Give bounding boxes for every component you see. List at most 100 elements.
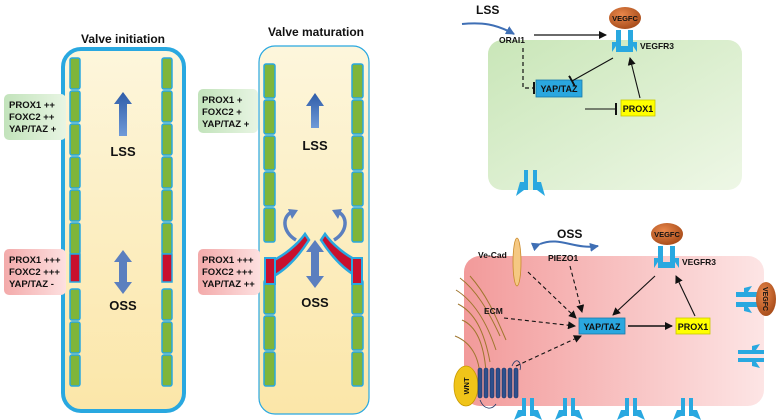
endothelial-cell xyxy=(161,222,173,255)
ecm-to-yaptaz xyxy=(503,317,576,330)
marker-prox1: PROX1 + xyxy=(202,95,243,106)
vegfc-ligand-side xyxy=(756,282,776,316)
initiation-valve-cell-left xyxy=(69,253,81,283)
endothelial-cell xyxy=(351,99,364,135)
side-vegfr3-receptor xyxy=(736,286,758,313)
frizzled-loop xyxy=(479,360,521,409)
endothelial-cell xyxy=(351,135,364,171)
initiation-marker-box-lss: PROX1 ++ FOXC2 ++ YAP/TAZ + xyxy=(4,94,66,140)
vegfc-ligand xyxy=(651,223,683,245)
oss-flow-arrow xyxy=(530,240,599,252)
vegfr3-receptor xyxy=(612,30,637,52)
initiation-lss-arrow xyxy=(114,92,132,136)
wnt-to-yaptaz xyxy=(515,335,582,367)
endothelial-cell xyxy=(263,315,276,351)
endothelial-cell xyxy=(69,321,81,354)
vegfr3-inhibits-yaptaz xyxy=(568,57,614,87)
initiation-endothelial-cells-left xyxy=(69,57,81,387)
vecad-label: Ve-Cad xyxy=(478,250,507,260)
orai1-label: ORAI1 xyxy=(499,35,525,45)
membrane-receptor xyxy=(673,398,701,420)
oss-cell-oss-label: OSS xyxy=(557,227,582,241)
prox1-label: PROX1 xyxy=(678,322,709,332)
endothelial-cell xyxy=(161,123,173,156)
maturation-valve-base-right xyxy=(351,257,363,285)
maturation-valve-leaflet-left xyxy=(268,231,311,278)
endothelial-cell xyxy=(161,57,173,90)
endothelial-cell xyxy=(263,135,276,171)
vortex-arrowhead-left xyxy=(288,209,298,219)
maturation-oss-arrow xyxy=(306,240,324,288)
piezo1-label: PIEZO1 xyxy=(548,253,579,263)
endothelial-cell xyxy=(263,171,276,207)
membrane-receptor xyxy=(514,398,542,420)
endothelial-cell xyxy=(351,171,364,207)
lss-cell-bottom-receptor xyxy=(516,170,545,196)
prox1-box xyxy=(620,99,656,117)
endothelial-cell xyxy=(161,189,173,222)
vegfr3-label: VEGFR3 xyxy=(682,257,716,267)
panel-valve-maturation: Valve maturation LSS OSS xyxy=(258,25,370,415)
piezo1-to-yaptaz xyxy=(569,265,585,313)
marker-yaptaz: YAP/TAZ - xyxy=(9,279,54,290)
yaptaz-label: YAP/TAZ xyxy=(583,322,621,332)
endothelial-cell xyxy=(69,354,81,387)
initiation-oss-label: OSS xyxy=(109,298,137,313)
maturation-title: Valve maturation xyxy=(268,25,364,39)
endothelial-cell xyxy=(161,156,173,189)
prox1-to-vegfr3 xyxy=(675,275,696,317)
endothelial-cell xyxy=(351,63,364,99)
endothelial-cell xyxy=(161,321,173,354)
prox1-label: PROX1 xyxy=(623,104,654,114)
endothelial-cell xyxy=(263,63,276,99)
maturation-vessel xyxy=(258,45,370,415)
endothelial-cell xyxy=(69,222,81,255)
maturation-oss-label: OSS xyxy=(301,295,329,310)
endothelial-cell xyxy=(263,279,276,315)
endothelial-cell xyxy=(263,207,276,243)
maturation-valve-base-left xyxy=(264,257,276,285)
marker-yaptaz: YAP/TAZ ++ xyxy=(202,279,255,290)
lss-flow-arrow xyxy=(461,22,515,35)
initiation-lss-label: LSS xyxy=(110,144,136,159)
initiation-marker-box-oss: PROX1 +++ FOXC2 +++ YAP/TAZ - xyxy=(4,249,66,295)
marker-prox1: PROX1 +++ xyxy=(9,255,61,266)
marker-yaptaz: YAP/TAZ + xyxy=(202,119,250,130)
ecm-label: ECM xyxy=(484,306,503,316)
membrane-receptor xyxy=(617,398,645,420)
lss-cell-lss-label: LSS xyxy=(476,3,499,17)
vegfc-ligand xyxy=(609,7,641,29)
endothelial-cell xyxy=(69,156,81,189)
endothelial-cell xyxy=(263,99,276,135)
wnt-label: WNT xyxy=(462,377,471,394)
endothelial-cell xyxy=(69,57,81,90)
initiation-valve-cell-right xyxy=(161,253,173,283)
endothelial-cell xyxy=(351,207,364,243)
vortex-arrowhead-right xyxy=(332,209,342,219)
endothelial-cell xyxy=(351,351,364,387)
maturation-lss-arrow xyxy=(306,93,324,128)
maturation-endothelial-cells-right xyxy=(351,63,364,387)
initiation-endothelial-cells-right xyxy=(161,57,173,387)
frizzled-receptor xyxy=(477,367,519,399)
membrane-receptor xyxy=(555,398,583,420)
panel-lss-signaling-cell: LSS ORAI1 VEGFC VEGFR3 YAP/TAZ PROX1 xyxy=(461,3,742,196)
endothelial-cell xyxy=(161,354,173,387)
prox1-box xyxy=(675,317,711,335)
endothelial-cell xyxy=(69,90,81,123)
vegfc-side-label: VEGFC xyxy=(761,287,768,311)
oss-cell-bottom-receptors xyxy=(514,398,701,420)
marker-foxc2: FOXC2 +++ xyxy=(9,267,60,278)
panel-valve-initiation: Valve initiation LSS OSS xyxy=(61,32,186,413)
endothelial-cell xyxy=(161,90,173,123)
marker-yaptaz: YAP/TAZ + xyxy=(9,124,57,135)
maturation-valve-leaflet-right xyxy=(319,231,362,278)
yaptaz-box xyxy=(578,317,626,335)
marker-foxc2: FOXC2 + xyxy=(202,107,242,118)
initiation-title: Valve initiation xyxy=(81,32,165,46)
endothelial-cell xyxy=(161,288,173,321)
marker-prox1: PROX1 +++ xyxy=(202,255,254,266)
endothelial-cell xyxy=(263,351,276,387)
marker-prox1: PROX1 ++ xyxy=(9,100,55,111)
